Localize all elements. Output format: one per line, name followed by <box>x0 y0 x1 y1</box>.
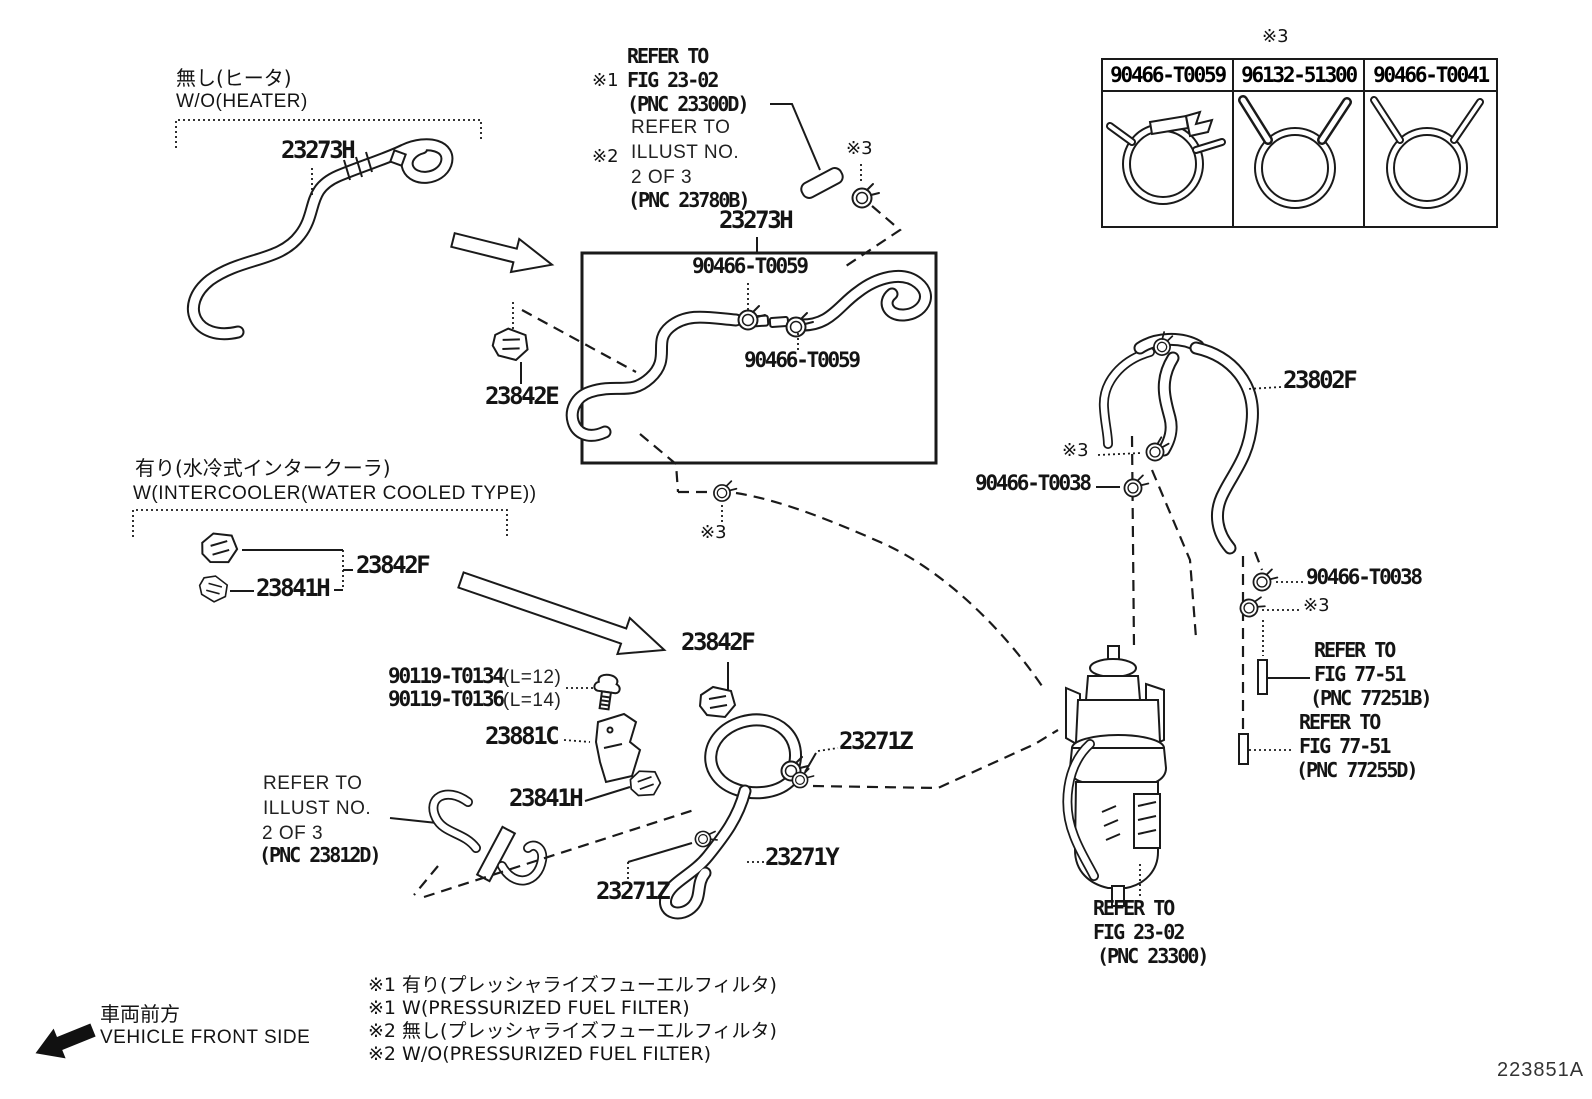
part-label-23273h-box: 23273H <box>719 206 794 234</box>
part-label-23802f: 23802F <box>1283 366 1358 394</box>
marker-1: ※1 <box>592 70 619 91</box>
legend-clamp-t0041-drawing <box>1370 96 1484 209</box>
bolt-drawing <box>566 672 623 712</box>
drawing-code: 223851A <box>1497 1059 1585 1081</box>
ref-23300d-line3: (PNC 23300D) <box>627 92 749 116</box>
marker-3-right-lower: ※3 <box>1303 595 1330 616</box>
legend-col-3-label: 90466-T0041 <box>1373 63 1490 87</box>
legend-col-1-label: 90466-T0059 <box>1110 63 1227 87</box>
legend-col-3-cell <box>1365 92 1496 226</box>
ref-23780b-line1: REFER TO <box>631 117 731 138</box>
right-clamps-drawing <box>1096 434 1310 765</box>
part-label-90119t0136: 90119-T0136(L=14) <box>388 687 562 711</box>
footnote-3: ※2 無し(プレッシャライズフューエルフィルタ) <box>368 1020 777 1042</box>
part-label-23842f-left: 23842F <box>356 551 431 579</box>
legend-col-2-cell <box>1234 92 1365 226</box>
part-label-23842e: 23842E <box>485 382 560 410</box>
ref-77251b-line2: FIG 77-51 <box>1314 662 1406 686</box>
direction-arrow-1 <box>450 231 555 274</box>
heater-callout-jp: 無し(ヒータ) <box>176 66 292 90</box>
part-label-23271y: 23271Y <box>765 843 840 871</box>
hose-23802f-drawing <box>1098 328 1282 555</box>
marker-3-top: ※3 <box>846 138 873 159</box>
ref-23812d-line3: 2 OF 3 <box>262 823 324 844</box>
heater-callout-en: W/O(HEATER) <box>176 91 308 112</box>
pipe-assembly-23812d-drawing <box>389 789 698 899</box>
clip-23842f-center-drawing <box>699 662 736 718</box>
bolt1-number: 90119-T0134 <box>388 664 505 688</box>
hose-23273h-top-drawing <box>186 138 454 341</box>
vehicle-front-en: VEHICLE FRONT SIDE <box>100 1027 311 1048</box>
marker-3-right-upper: ※3 <box>1062 440 1089 461</box>
hose-23271y-drawing <box>627 713 1059 920</box>
ref-77251b-line3: (PNC 77251B) <box>1310 686 1432 710</box>
bracket-23881c-drawing <box>563 712 642 784</box>
ref-77255d-line1: REFER TO <box>1299 710 1381 734</box>
clip-23842e-drawing <box>490 302 637 384</box>
bolt1-length: (L=12) <box>502 667 562 688</box>
part-label-90466t0038-left: 90466-T0038 <box>975 471 1092 495</box>
ref-23812d-line4: (PNC 23812D) <box>259 843 381 867</box>
hose-23273h-box-drawing <box>565 269 932 493</box>
ref-23780b-line2: ILLUST NO. <box>631 142 740 163</box>
legend-marker: ※3 <box>1262 26 1289 47</box>
footnote-4: ※2 W/O(PRESSURIZED FUEL FILTER) <box>368 1043 711 1065</box>
footnote-2: ※1 W(PRESSURIZED FUEL FILTER) <box>368 997 690 1019</box>
ref-23300d-line2: FIG 23-02 <box>627 68 719 92</box>
ref-77255d-line3: (PNC 77255D) <box>1296 758 1418 782</box>
clip-23841h-center-drawing <box>584 767 663 802</box>
ref-23780b-line3: 2 OF 3 <box>631 167 693 188</box>
part-label-90466t0038-right: 90466-T0038 <box>1306 565 1423 589</box>
ref-77255d-line2: FIG 77-51 <box>1299 734 1391 758</box>
legend-col-1-cell <box>1103 92 1234 226</box>
ref-23300d-line1: REFER TO <box>627 44 709 68</box>
legend-clamp-t0059-drawing <box>1106 110 1226 205</box>
ref-23300d-leader <box>770 103 902 267</box>
ref-23300-line1: REFER TO <box>1093 896 1175 920</box>
fuel-filter-drawing <box>1062 645 1168 907</box>
marker-2: ※2 <box>592 146 619 167</box>
footnote-1: ※1 有り(プレッシャライズフューエルフィルタ) <box>368 974 777 996</box>
intercooler-callout-en: W(INTERCOOLER(WATER COOLED TYPE)) <box>133 483 537 504</box>
detail-box <box>580 237 938 465</box>
vehicle-front-arrow <box>35 1023 96 1059</box>
legend-col-2-header: 96132-51300 <box>1234 60 1365 92</box>
legend-col-1-header: 90466-T0059 <box>1103 60 1234 92</box>
part-label-23273h-top: 23273H <box>281 136 356 164</box>
part-label-23842f-center: 23842F <box>681 628 756 656</box>
intercooler-callout-jp: 有り(水冷式インタークーラ) <box>135 456 391 480</box>
ref-23812d-line2: ILLUST NO. <box>263 798 372 819</box>
part-label-90119t0134: 90119-T0134(L=12) <box>388 664 562 688</box>
heater-bracket-line <box>175 119 482 148</box>
bolt2-length: (L=14) <box>502 690 562 711</box>
clips-left-drawing <box>195 530 353 607</box>
part-label-23271z-bottom: 23271Z <box>596 877 671 905</box>
marker-3-below-box: ※3 <box>700 522 727 543</box>
direction-arrow-2 <box>457 571 667 656</box>
clamp-below-box <box>678 480 1043 687</box>
vehicle-front-jp: 車両前方 <box>100 1002 180 1026</box>
part-label-90466t0059-b: 90466-T0059 <box>744 348 861 372</box>
ref-23300-line3: (PNC 23300) <box>1097 944 1209 968</box>
intercooler-bracket-line <box>132 509 508 537</box>
part-label-23271z-top: 23271Z <box>839 727 914 755</box>
legend-col-2-label: 96132-51300 <box>1241 63 1358 87</box>
legend-clamp-51300-drawing <box>1238 95 1352 209</box>
part-label-23881c: 23881C <box>485 722 560 750</box>
ref-77251b-line1: REFER TO <box>1314 638 1396 662</box>
part-label-23841h-left: 23841H <box>256 574 331 602</box>
bolt2-number: 90119-T0136 <box>388 687 505 711</box>
ref-23812d-line1: REFER TO <box>263 773 363 794</box>
ref-23300-line2: FIG 23-02 <box>1093 920 1185 944</box>
part-label-90466t0059-a: 90466-T0059 <box>692 254 809 278</box>
legend-col-3-header: 90466-T0041 <box>1365 60 1496 92</box>
clamp-legend-table: 90466-T0059 96132-51300 90466-T0041 <box>1101 58 1498 228</box>
ref-23780b-line4: (PNC 23780B) <box>628 188 750 212</box>
part-label-23841h-center: 23841H <box>509 784 584 812</box>
